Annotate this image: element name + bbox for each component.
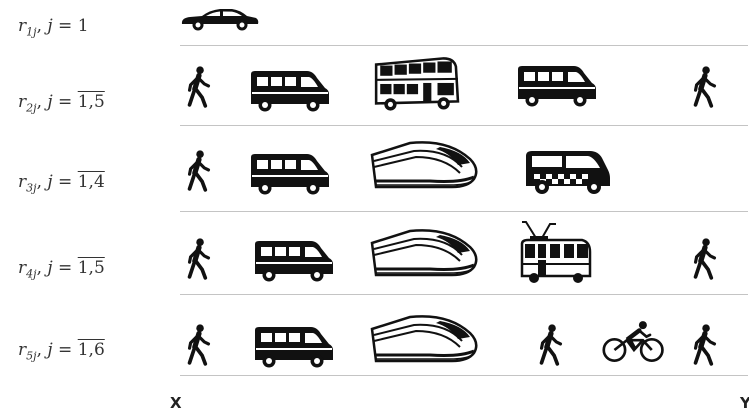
route-divider xyxy=(180,211,748,212)
minibus-icon xyxy=(249,70,331,112)
route-separator: , xyxy=(37,16,48,36)
double-decker-bus-icon xyxy=(370,56,460,114)
route-subscript: 4j xyxy=(26,267,36,280)
route-divider xyxy=(180,45,748,46)
route-separator: , xyxy=(37,172,48,192)
bicycle-icon xyxy=(602,318,666,366)
route-label-5: r5j, j = 1,6 xyxy=(18,340,168,370)
route-range: 1,5 xyxy=(78,258,105,278)
route-subscript: 5j xyxy=(26,349,36,362)
route-equals: = xyxy=(53,340,78,360)
route-separator: , xyxy=(37,340,48,360)
route-label-4: r4j, j = 1,5 xyxy=(18,258,168,288)
minibus-icon xyxy=(253,326,335,368)
route-subscript: 2j xyxy=(26,101,36,114)
pedestrian-icon xyxy=(186,150,212,192)
route-equals: = xyxy=(53,16,78,36)
high-speed-train-icon xyxy=(370,140,482,192)
route-separator: , xyxy=(37,258,48,278)
taxi-icon xyxy=(522,150,612,196)
route-label-1: r1j, j = 1 xyxy=(18,16,168,46)
route-base: r xyxy=(18,16,26,36)
pedestrian-icon xyxy=(186,324,212,366)
tram-icon xyxy=(516,220,592,286)
route-range: 1,4 xyxy=(78,172,105,192)
route-label-3: r3j, j = 1,4 xyxy=(18,172,168,202)
route-range: 1,5 xyxy=(78,92,105,112)
route-divider xyxy=(180,125,748,126)
route-base: r xyxy=(18,340,26,360)
pedestrian-icon xyxy=(186,66,212,108)
route-divider xyxy=(180,375,748,376)
route-label-2: r2j, j = 1,5 xyxy=(18,92,168,122)
pedestrian-icon xyxy=(692,324,718,366)
route-subscript: 1j xyxy=(26,25,36,38)
pedestrian-icon xyxy=(692,66,718,108)
route-separator: , xyxy=(37,92,48,112)
pedestrian-icon xyxy=(186,238,212,280)
minibus-icon xyxy=(253,240,335,282)
origin-label: X xyxy=(170,394,182,412)
route-range: 1 xyxy=(78,16,89,36)
high-speed-train-icon xyxy=(370,228,482,280)
route-equals: = xyxy=(53,92,78,112)
pedestrian-icon xyxy=(692,238,718,280)
route-divider xyxy=(180,294,748,295)
route-range: 1,6 xyxy=(78,340,105,360)
destination-label: Y xyxy=(740,394,749,412)
car-icon xyxy=(180,6,260,32)
minibus-icon xyxy=(249,153,331,195)
minibus-icon xyxy=(516,65,598,107)
route-subscript: 3j xyxy=(26,181,36,194)
route-base: r xyxy=(18,92,26,112)
route-base: r xyxy=(18,172,26,192)
pedestrian-icon xyxy=(538,324,564,366)
high-speed-train-icon xyxy=(370,314,482,366)
route-base: r xyxy=(18,258,26,278)
route-equals: = xyxy=(53,172,78,192)
route-equals: = xyxy=(53,258,78,278)
